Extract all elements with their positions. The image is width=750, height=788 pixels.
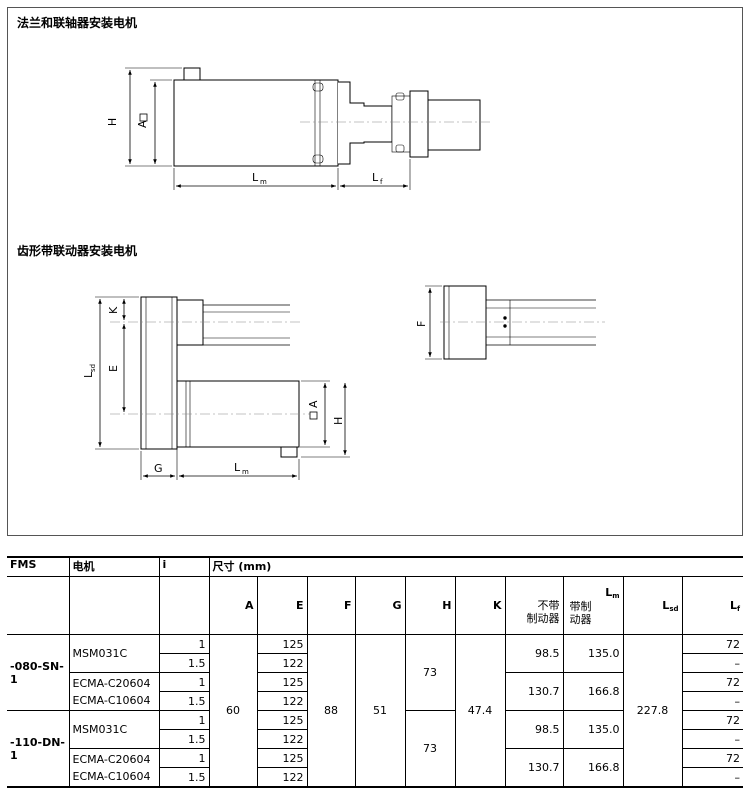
table-row: ECMA-C20604 ECMA-C10604 1 125 130.7 166.… — [7, 748, 743, 787]
shared-G: 51 — [354, 634, 405, 787]
dim-Lm2-sub: m — [242, 468, 249, 476]
head-Lm-no-brake: 不带 制动器 — [504, 576, 563, 635]
table-row: 1.5 122 – — [7, 653, 743, 673]
dim-Lf-label: L — [372, 171, 379, 184]
col-i: i — [158, 556, 209, 577]
coupling-flange — [409, 90, 429, 158]
square-symbol — [139, 113, 148, 122]
shared-Lsd: 227.8 — [622, 634, 682, 787]
shared-A: 60 — [208, 634, 257, 787]
drive-head — [176, 299, 204, 346]
H-cell: 73 — [404, 634, 455, 711]
col-fms: FMS — [7, 556, 69, 577]
table-row: 1.5 122 – — [7, 729, 743, 749]
motor-body — [173, 79, 339, 167]
head-A: A — [208, 576, 257, 635]
col-motor: 电机 — [68, 556, 159, 577]
side-view-drawing — [425, 285, 605, 360]
dim-A2-label: A — [307, 400, 320, 408]
col-dims: 尺寸 (mm) — [208, 556, 743, 577]
square-symbol-2 — [309, 411, 318, 420]
dim-Lf-sub: f — [380, 178, 383, 186]
table-row: -080-SN-1 MSM031C 1 60 125 88 51 73 47.4… — [7, 634, 743, 787]
head-G: G — [354, 576, 405, 635]
belt-housing — [140, 296, 178, 450]
dim-Lsd-sub: sd — [89, 364, 97, 372]
terminal-box-2 — [280, 446, 298, 458]
dim-F-label: F — [415, 321, 428, 327]
dim-Lm2-label: L — [234, 461, 241, 474]
shared-F: 88 — [306, 634, 355, 787]
head-K: K — [454, 576, 505, 635]
dim-A-label: A — [136, 120, 149, 128]
spec-table: FMS 电机 i 尺寸 (mm) A E F G H K 不带 制动器 Lm 带… — [7, 556, 743, 788]
head-Lf: Lf — [681, 576, 743, 635]
head-Lm-brake: Lm 带制动器 — [562, 576, 623, 635]
dim-K-label: K — [107, 306, 120, 314]
head-E: E — [256, 576, 307, 635]
table-row: -110-DN-1 MSM031C 1 125 73 98.5 135.0 72 — [7, 710, 743, 787]
dim-Lm-sub: m — [260, 178, 267, 186]
fms-cell: -110-DN-1 — [7, 710, 69, 787]
motor-cell: MSM031C — [68, 710, 159, 749]
motor-cell: ECMA-C20604 ECMA-C10604 — [68, 672, 159, 711]
dim-G-label: G — [154, 462, 163, 475]
flange-section-title: 法兰和联轴器安装电机 — [17, 16, 138, 30]
belt-section-title: 齿形带联动器安装电机 — [17, 244, 138, 258]
dim-E-label: E — [107, 365, 120, 372]
motor-cell: MSM031C — [68, 634, 159, 673]
belt-motor-drawing — [95, 296, 350, 480]
output-housing — [427, 99, 481, 151]
head-Lsd: Lsd — [622, 576, 682, 635]
table-row: 1.5 122 – — [7, 691, 743, 711]
dim-H-label: H — [106, 118, 119, 126]
dim-Lm-label: L — [252, 171, 259, 184]
shared-K: 47.4 — [454, 634, 505, 787]
terminal-box — [183, 67, 201, 81]
fms-cell: -080-SN-1 — [10, 659, 64, 686]
H-cell: 73 — [404, 710, 455, 787]
motor-cell: ECMA-C20604 ECMA-C10604 — [68, 748, 159, 787]
head-H: H — [404, 576, 455, 635]
flange-neck — [338, 81, 393, 165]
table-row: ECMA-C20604 ECMA-C10604 1 125 130.7 166.… — [7, 672, 743, 711]
head-F: F — [306, 576, 355, 635]
table-row: 1.5 122 – — [7, 767, 743, 787]
dim-H2-label: H — [332, 417, 345, 425]
dim-Lsd-label: L — [82, 371, 95, 378]
flange-motor-drawing — [125, 67, 490, 190]
technical-drawings: H A L m L f — [82, 67, 605, 480]
drawing-frame — [7, 7, 743, 536]
